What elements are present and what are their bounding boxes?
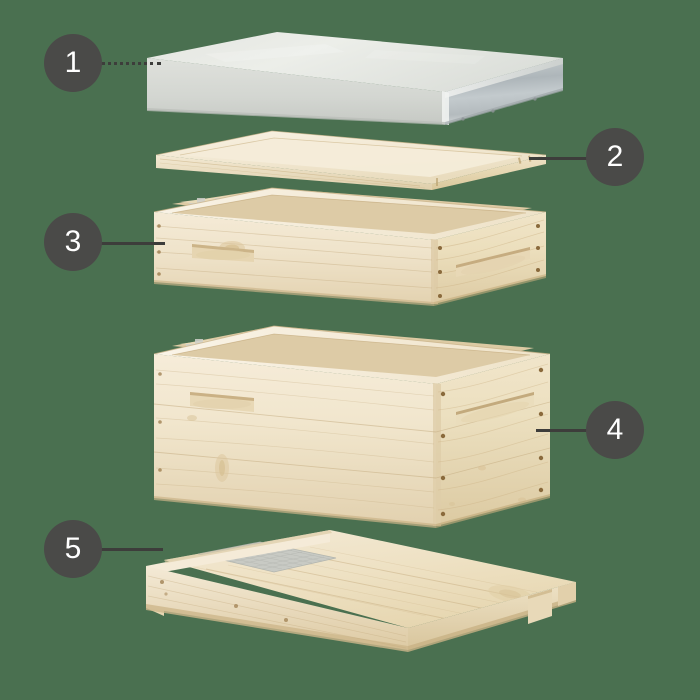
leader-line-2 — [529, 157, 592, 160]
handle-groove-left — [190, 392, 254, 412]
part-inner-cover — [150, 128, 550, 190]
leader-line-1 — [101, 62, 161, 65]
callout-marker-4[interactable]: 4 — [586, 401, 644, 459]
part-metal-roof — [145, 28, 565, 148]
inner-cover-shape — [155, 130, 547, 190]
leader-line-5 — [101, 548, 163, 551]
bottom-board-shape — [146, 530, 576, 652]
handle-groove-left — [192, 244, 254, 262]
handle-groove-right — [456, 392, 534, 426]
part-bottom-board — [140, 520, 580, 665]
shallow-super-shape — [153, 187, 547, 306]
callout-number-4: 4 — [606, 413, 624, 446]
callout-number-5: 5 — [64, 532, 82, 565]
handle-groove-right — [456, 247, 530, 277]
callout-number-3: 3 — [64, 225, 82, 258]
part-shallow-super-box — [150, 182, 550, 332]
leader-line-3 — [101, 242, 165, 245]
callout-marker-2[interactable]: 2 — [586, 128, 644, 186]
callout-marker-5[interactable]: 5 — [44, 520, 102, 578]
callout-number-1: 1 — [64, 46, 82, 79]
callout-number-2: 2 — [606, 140, 624, 173]
part-deep-brood-box — [152, 318, 552, 558]
callout-marker-1[interactable]: 1 — [44, 34, 102, 92]
metal-roof-shape — [147, 32, 563, 125]
callout-marker-3[interactable]: 3 — [44, 213, 102, 271]
deep-brood-shape — [153, 325, 551, 528]
leader-line-4 — [536, 429, 592, 432]
